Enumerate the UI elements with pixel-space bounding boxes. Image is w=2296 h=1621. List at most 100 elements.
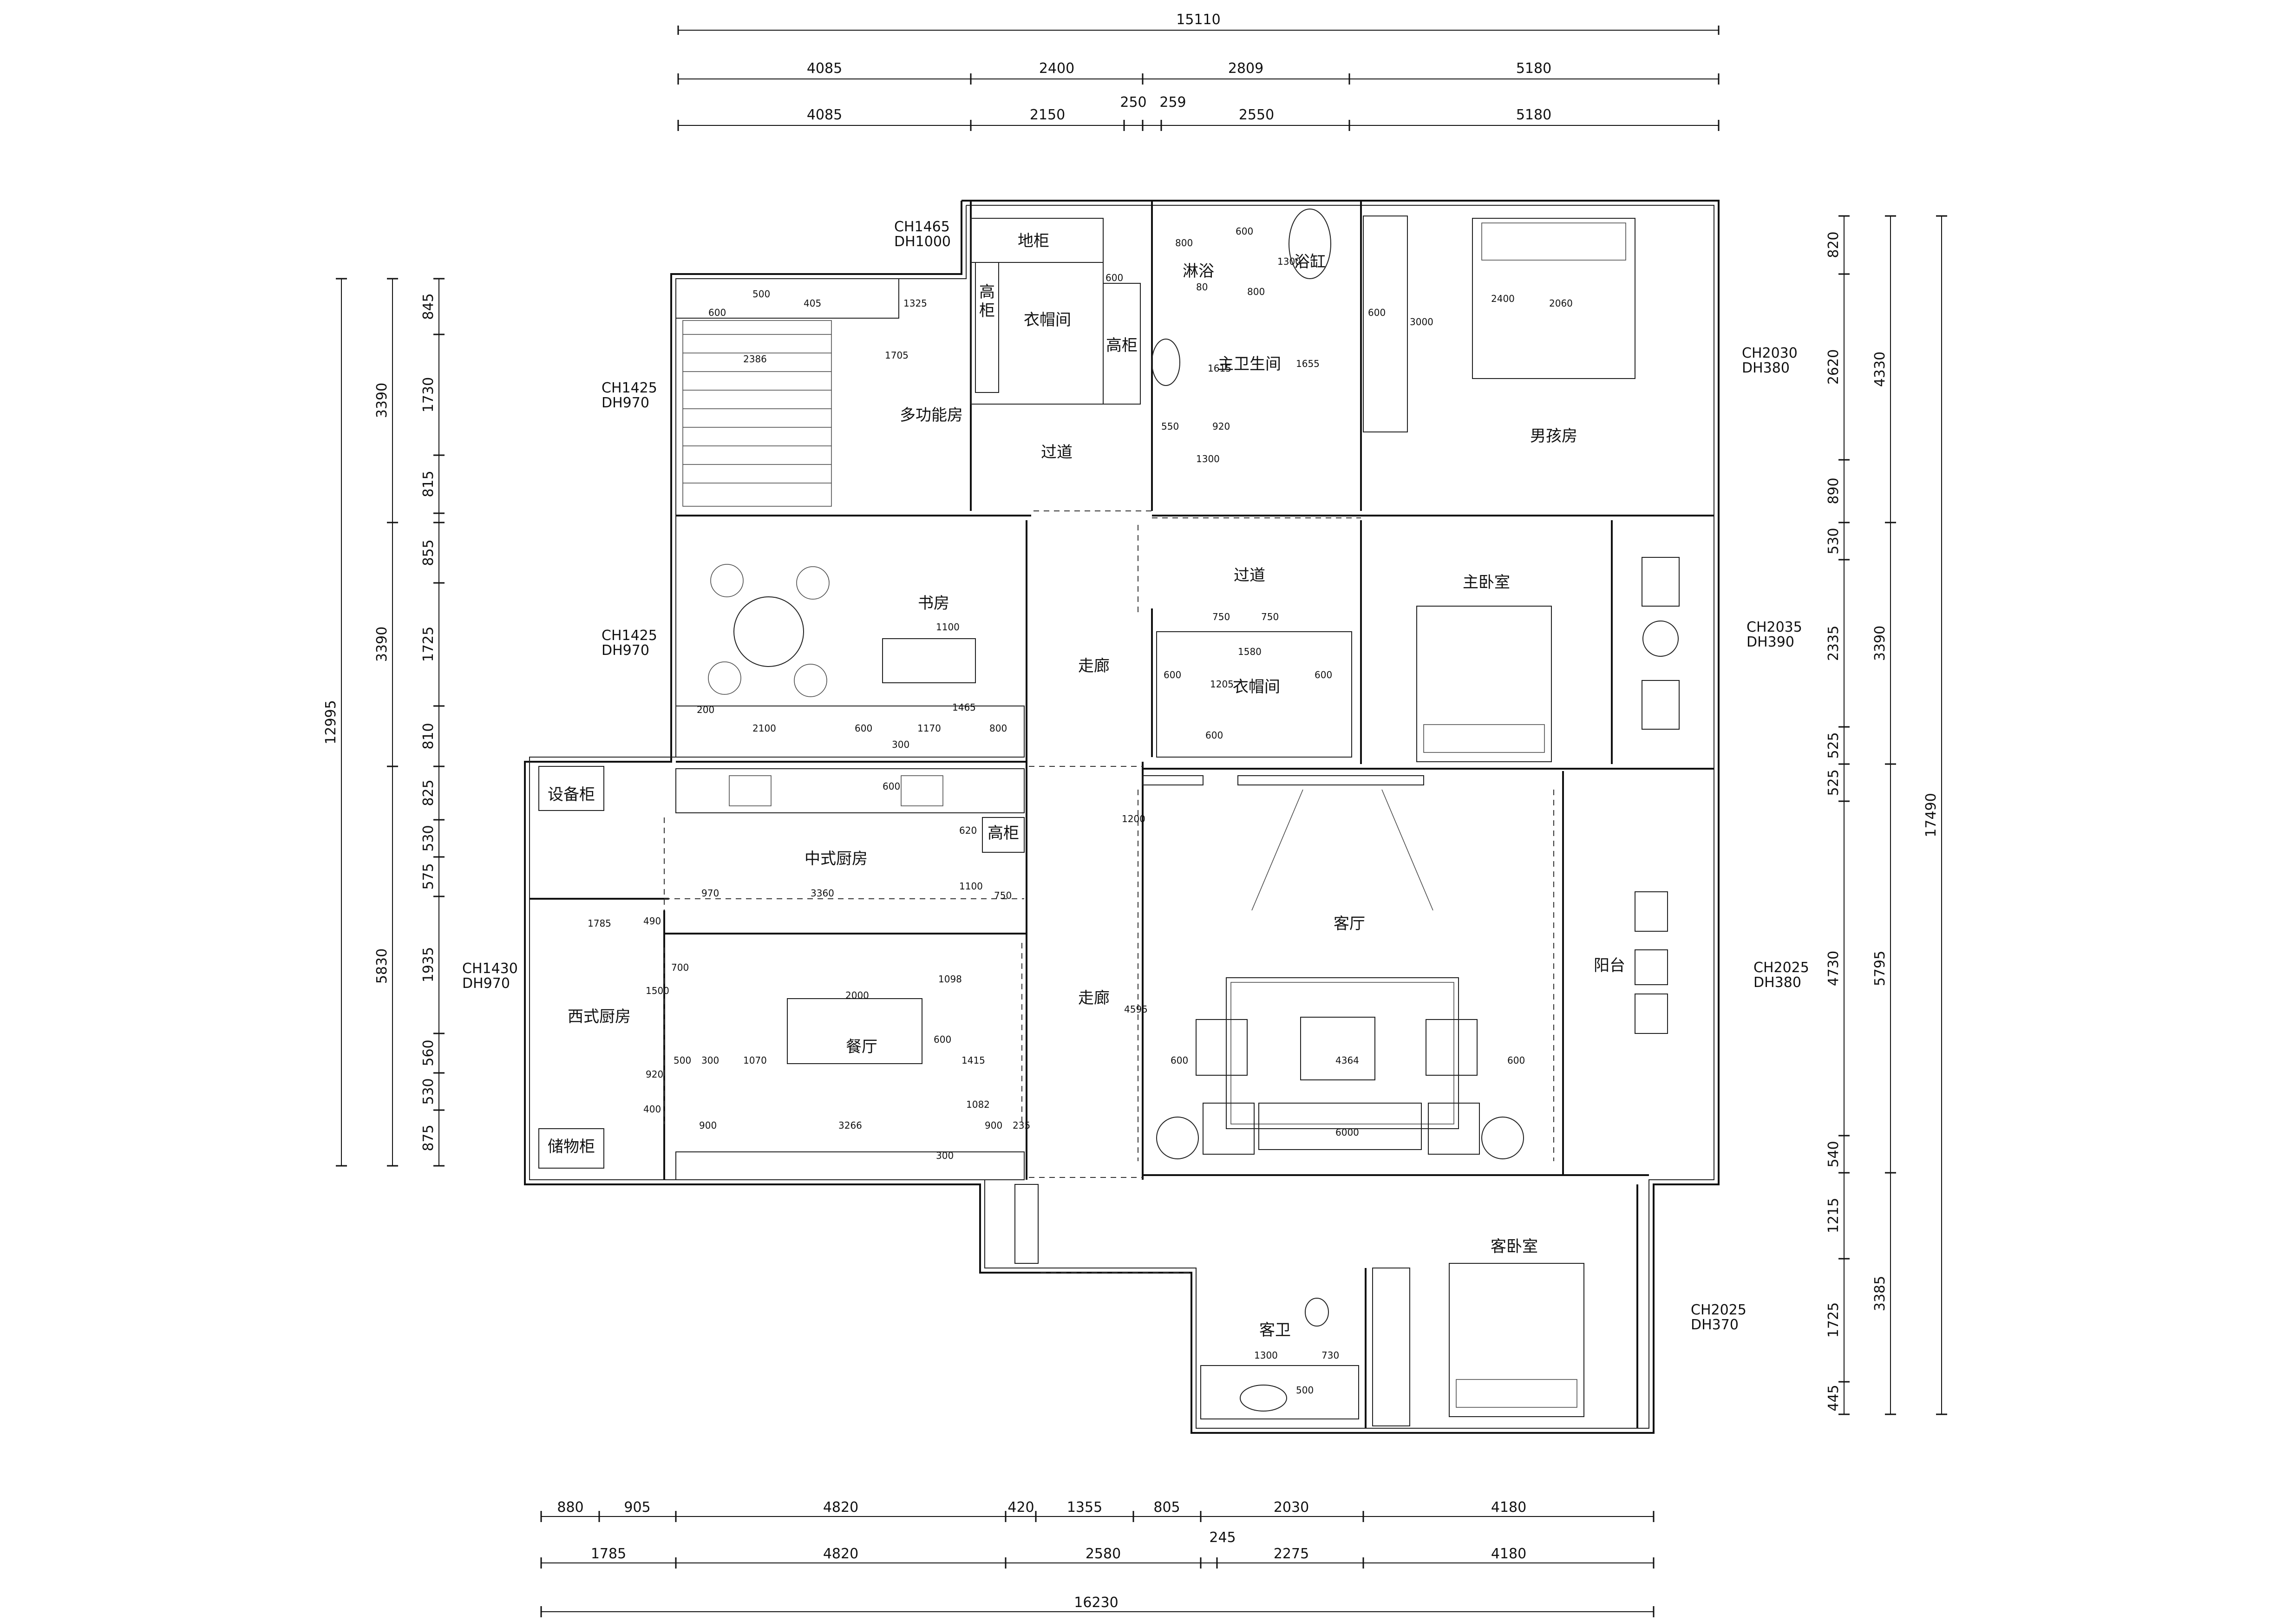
inner-dim: 600 [1507, 1055, 1525, 1066]
inner-dim: 80 [1196, 281, 1208, 293]
dim-left-mid: 3390 [374, 383, 390, 418]
dim-right-inner: 540 [1825, 1141, 1842, 1167]
inner-dim: 1070 [743, 1055, 767, 1066]
inner-dim: 1100 [959, 881, 983, 892]
dim-right-inner: 525 [1825, 769, 1842, 796]
dim-bottom-r2: 4180 [1491, 1546, 1526, 1562]
inner-dim: 750 [1212, 611, 1230, 622]
inner-dim: 1098 [938, 974, 962, 985]
cab-storage-label: 储物柜 [548, 1137, 595, 1156]
dim-bottom-r1: 1355 [1067, 1499, 1102, 1516]
room-living-label: 客厅 [1334, 915, 1365, 933]
inner-dim: 800 [1175, 237, 1193, 248]
dim-right-inner: 445 [1825, 1385, 1842, 1411]
inner-dim: 1300 [1277, 256, 1301, 267]
inner-dim: 550 [1161, 421, 1179, 432]
window-code-ch: CH2030 [1742, 345, 1798, 361]
cab-tall3-label: 高柜 [988, 824, 1019, 843]
room-hall1-label: 走廊 [1078, 657, 1110, 675]
dim-top-r2: 5180 [1516, 107, 1551, 123]
dim-bottom-r1: 4180 [1491, 1499, 1526, 1516]
window-code-ch: CH1425 [602, 627, 657, 644]
dims-bottom-text: 880 905 4820 420 1355 805 2030 4180 1785… [557, 1499, 1526, 1611]
inner-dim: 1785 [588, 918, 611, 929]
room-chinese-kitchen-label: 中式厨房 [805, 850, 868, 868]
dim-top-r1: 2400 [1039, 60, 1074, 77]
room-boy-label: 男孩房 [1530, 427, 1577, 445]
inner-dim: 1200 [1122, 813, 1145, 824]
dim-bottom-r1: 420 [1007, 1499, 1034, 1516]
dim-left-mid: 3390 [374, 627, 390, 662]
room-corridor2-label: 过道 [1234, 566, 1265, 585]
dim-right-mid: 3385 [1872, 1276, 1888, 1311]
dim-left-inner: 1730 [420, 377, 437, 412]
window-codes: CH1465 DH1000 CH1425 DH970 CH1425 DH970 … [462, 219, 1809, 1333]
dim-top-total: 15110 [1176, 12, 1220, 28]
inner-dim: 500 [752, 288, 770, 300]
room-multi-label: 多功能房 [900, 406, 963, 425]
cab-tall1-label: 高 [979, 283, 995, 301]
window-code-ch: CH2025 [1753, 960, 1809, 976]
dim-top-r1: 5180 [1516, 60, 1551, 77]
inner-dim: 1205 [1210, 679, 1234, 690]
dim-bottom-r1: 2030 [1274, 1499, 1309, 1516]
dim-right-inner: 525 [1825, 732, 1842, 758]
inner-dim: 300 [892, 739, 909, 750]
window-code-ch: CH2025 [1691, 1302, 1747, 1318]
dims-right-text: 820 2620 890 530 2335 525 525 4730 540 1… [1825, 231, 1939, 1411]
cab-tall1-label: 柜 [979, 301, 995, 320]
room-hall2-label: 走廊 [1078, 989, 1110, 1007]
dim-right-inner: 820 [1825, 231, 1842, 258]
dim-top-r2: 2550 [1239, 107, 1274, 123]
inner-dim: 300 [936, 1150, 954, 1161]
window-code-dh: DH380 [1753, 974, 1801, 991]
dim-bottom-r2: 1785 [591, 1546, 626, 1562]
dimension-lines [336, 26, 1947, 1617]
room-guest-bath-label: 客卫 [1259, 1321, 1291, 1340]
inner-dim: 1465 [952, 702, 976, 713]
inner-dim: 1615 [1208, 363, 1231, 374]
inner-dim: 1170 [917, 723, 941, 734]
window-code-ch: CH1425 [602, 380, 657, 396]
inner-dim: 3360 [811, 888, 834, 899]
inner-dim: 400 [643, 1104, 661, 1115]
dim-bottom-r2: 2275 [1274, 1546, 1309, 1562]
inner-dim: 300 [701, 1055, 719, 1066]
inner-dim: 600 [708, 307, 726, 318]
dim-bottom-r1: 4820 [823, 1499, 858, 1516]
inner-dim: 800 [989, 723, 1007, 734]
inner-dim: 490 [643, 915, 661, 927]
inner-dim: 600 [1315, 669, 1332, 680]
inner-dim: 600 [1368, 307, 1386, 318]
inner-dims: 600 405 1325 1705 2386 500 600 800 600 8… [588, 226, 1573, 1396]
inner-dim: 750 [1261, 611, 1279, 622]
inner-dim: 750 [994, 890, 1012, 901]
dim-left-inner: 575 [420, 863, 437, 889]
inner-dim: 920 [1212, 421, 1230, 432]
inner-dim: 200 [697, 704, 714, 715]
room-bathtub-label: 浴缸 [1294, 253, 1326, 271]
inner-dim: 1325 [903, 298, 927, 309]
room-corridor1-label: 过道 [1041, 443, 1073, 462]
inner-dim: 600 [883, 781, 900, 792]
dim-right-inner: 890 [1825, 477, 1842, 504]
inner-dim: 3266 [838, 1120, 862, 1131]
room-balcony-label: 阳台 [1594, 956, 1625, 975]
dim-top-r1: 4085 [807, 60, 842, 77]
inner-dim: 600 [1164, 669, 1181, 680]
dim-bottom-total: 16230 [1074, 1595, 1118, 1611]
walls [524, 200, 1720, 1434]
dim-left-total: 12995 [323, 700, 339, 744]
inner-dim: 500 [1296, 1385, 1314, 1396]
window-code-ch: CH1465 [894, 219, 950, 235]
inner-dim: 600 [1236, 226, 1253, 237]
dims-top-text: 15110 4085 2400 2809 5180 4085 2150 250 … [807, 12, 1551, 123]
inner-dim: 900 [985, 1120, 1002, 1131]
room-master-bed-label: 主卧室 [1463, 573, 1510, 592]
dim-top-r2: 4085 [807, 107, 842, 123]
dim-top-r1: 2809 [1228, 60, 1263, 77]
dim-bottom-r2: 245 [1209, 1529, 1236, 1546]
dim-right-inner: 2335 [1825, 626, 1842, 661]
inner-dim: 600 [1171, 1055, 1188, 1066]
dim-top-r2: 259 [1159, 94, 1186, 111]
